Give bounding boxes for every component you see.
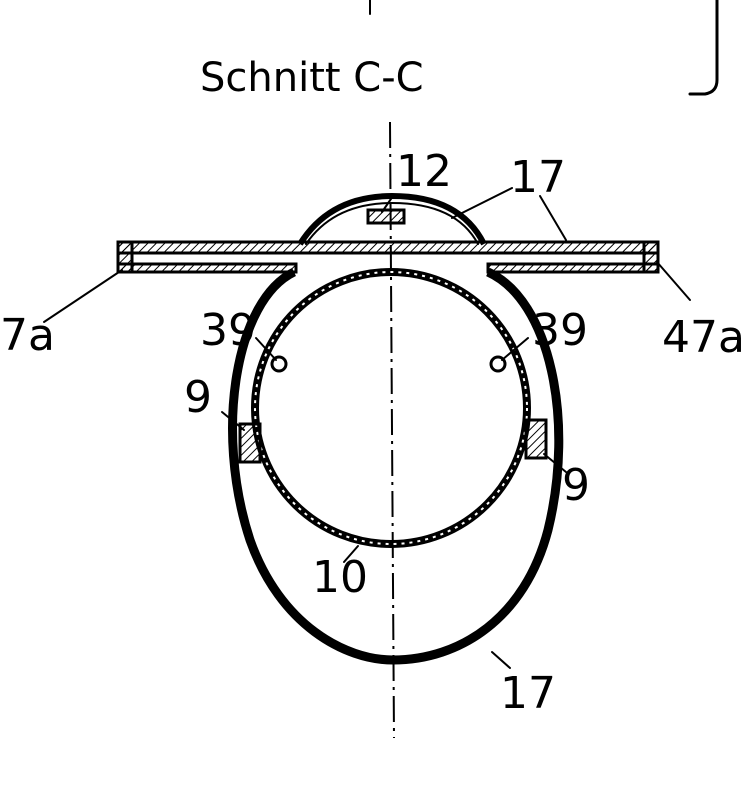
label-39-left: 39	[200, 305, 256, 356]
center-axis	[389, 121, 395, 739]
frame-corner	[688, 0, 719, 96]
top-plate	[116, 240, 660, 274]
inner-tube	[251, 268, 531, 548]
clamp-right	[524, 418, 548, 460]
label-10: 10	[312, 552, 368, 603]
label-39-right: 39	[532, 305, 588, 356]
section-title: Schnitt C-C	[200, 55, 424, 101]
label-47a-right: 47a	[662, 312, 745, 363]
part-12-block	[366, 208, 406, 225]
clamp-left	[238, 422, 262, 464]
label-9-left: 9	[184, 372, 212, 423]
label-12: 12	[396, 146, 452, 197]
label-17-top-a: 17	[510, 152, 566, 203]
label-47a-left: 7a	[0, 310, 55, 361]
hole-left	[270, 355, 288, 373]
end-block-right	[642, 240, 660, 274]
end-block-left	[116, 240, 134, 274]
label-17-bottom: 17	[500, 668, 556, 719]
hole-right	[489, 355, 507, 373]
leader-lines	[43, 187, 691, 669]
label-9-right: 9	[562, 460, 590, 511]
